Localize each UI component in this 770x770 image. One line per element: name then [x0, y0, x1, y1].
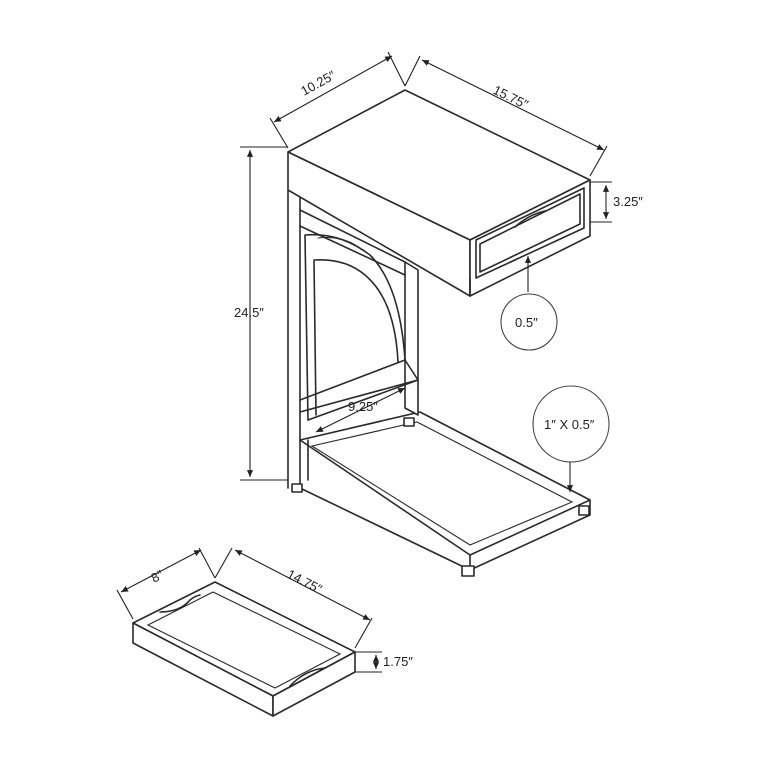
label-drawer-height: 3.25″ — [613, 194, 643, 209]
label-panel-thickness: 0.5″ — [515, 315, 538, 330]
tray — [132, 581, 356, 717]
label-base-width: 9.25″ — [348, 399, 378, 414]
label-total-height: 24.5″ — [234, 305, 264, 320]
callout-tube-size — [532, 385, 610, 463]
label-tray-width: 14.75″ — [285, 566, 325, 596]
side-table — [287, 89, 591, 577]
label-top-depth: 10.25″ — [298, 67, 338, 98]
drawer — [469, 187, 585, 297]
callout-panel-thickness — [500, 293, 558, 351]
label-tray-height: 1.75″ — [383, 654, 413, 669]
rear-post — [404, 261, 419, 416]
tray-dimension-lines — [116, 547, 382, 673]
label-tube-size: 1″ X 0.5″ — [544, 417, 595, 432]
dimension-lines — [240, 51, 612, 492]
front-post — [287, 189, 301, 489]
label-top-width: 15.75″ — [491, 82, 531, 112]
